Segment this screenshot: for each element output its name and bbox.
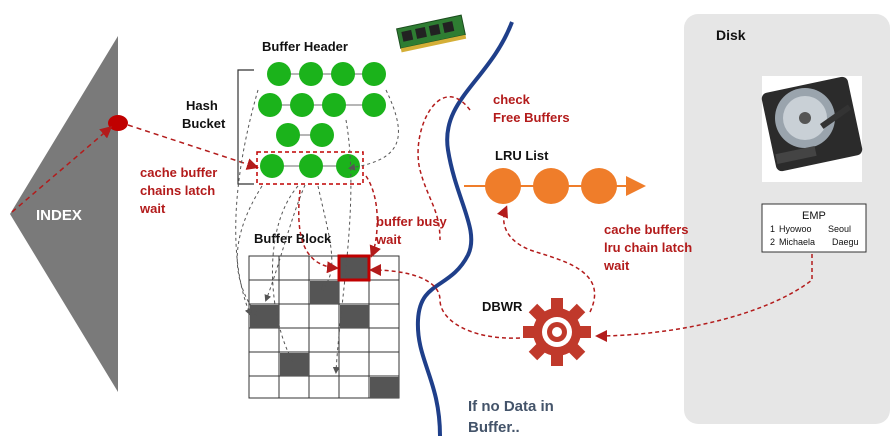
lru-buffer-node <box>533 168 569 204</box>
busy-pointer-arrow <box>298 189 339 274</box>
cbc-latch-line3: wait <box>139 201 166 216</box>
hash-bucket-label-line2: Bucket <box>182 116 226 131</box>
cbc-latch-line2: chains latch <box>140 183 215 198</box>
lru-latch-line2: lru chain latch <box>604 240 692 255</box>
no-data-line1: If no Data in <box>468 398 554 415</box>
buffer-header-node <box>258 93 282 117</box>
cbc-latch-line1: cache buffer <box>140 165 217 180</box>
pointer-line <box>332 119 352 374</box>
emp-row-2-name: Michaela <box>779 237 815 247</box>
buffer-header-node <box>336 154 360 178</box>
index-to-bucket-arrow <box>127 124 259 170</box>
disk-label: Disk <box>716 27 746 43</box>
memory-disk-divider <box>415 21 514 437</box>
check-free-line2: Free Buffers <box>493 110 570 125</box>
buffer-header-node <box>322 93 346 117</box>
index-entry-dot <box>108 115 128 131</box>
emp-row-1-name: Hyowoo <box>779 224 812 234</box>
buffer-header-node <box>299 62 323 86</box>
buffer-header-node <box>299 154 323 178</box>
dbwr-to-block-arrow <box>369 264 521 339</box>
buffer-header-node <box>310 123 334 147</box>
lru-latch-line3: wait <box>603 258 630 273</box>
check-free-line1: check <box>493 92 531 107</box>
check-free-arrow <box>417 96 471 241</box>
index-label: INDEX <box>36 207 82 224</box>
lru-list-label: LRU List <box>495 148 549 163</box>
buffer-header-node <box>290 93 314 117</box>
emp-row-2-id: 2 <box>770 237 775 247</box>
buffer-busy-line2: wait <box>375 232 402 247</box>
buffer-block-used <box>370 377 399 398</box>
emp-table: EMP 1 Hyowoo Seoul 2 Michaela Daegu <box>761 203 867 253</box>
lru-latch-line1: cache buffers <box>604 222 689 237</box>
buffer-header-node <box>276 123 300 147</box>
buffer-busy-line1: buffer busy <box>376 214 448 229</box>
emp-row-1-id: 1 <box>770 224 775 234</box>
buffer-header-label: Buffer Header <box>262 39 348 54</box>
buffer-header-node <box>331 62 355 86</box>
buffer-block-used <box>340 305 369 328</box>
buffer-header-node <box>362 62 386 86</box>
hash-bucket-bracket <box>237 69 254 185</box>
buffer-block-label: Buffer Block <box>254 231 332 246</box>
no-data-line2: Buffer.. <box>468 419 520 436</box>
dbwr-to-lru-arrow <box>496 205 596 313</box>
buffer-header-node <box>260 154 284 178</box>
emp-row-1-city: Seoul <box>828 224 851 234</box>
pointer-line <box>272 185 299 362</box>
ram-module-icon <box>396 14 467 53</box>
dbwr-label: DBWR <box>482 299 523 314</box>
pointer-line <box>264 184 306 302</box>
lru-buffer-node <box>581 168 617 204</box>
index-triangle <box>10 36 118 392</box>
buffer-block-grid <box>248 254 400 399</box>
pointer-line <box>235 89 259 316</box>
buffer-block-used <box>250 305 279 328</box>
buffer-block-used <box>310 281 339 304</box>
emp-row-2-city: Daegu <box>832 237 859 247</box>
emp-table-name: EMP <box>802 210 826 222</box>
gear-icon <box>523 298 591 366</box>
index-search-arrow <box>11 126 113 213</box>
pointer-line <box>236 185 263 316</box>
buffer-header-node <box>267 62 291 86</box>
buffer-block-used <box>280 353 309 376</box>
lru-buffer-node <box>485 168 521 204</box>
buffer-block-busy <box>337 254 371 282</box>
hard-disk-icon <box>761 76 863 182</box>
buffer-header-node <box>362 93 386 117</box>
hash-bucket-label-line1: Hash <box>186 98 218 113</box>
busy-pointer-arrow <box>365 175 381 258</box>
hash-bucket-latch-box <box>256 151 364 185</box>
